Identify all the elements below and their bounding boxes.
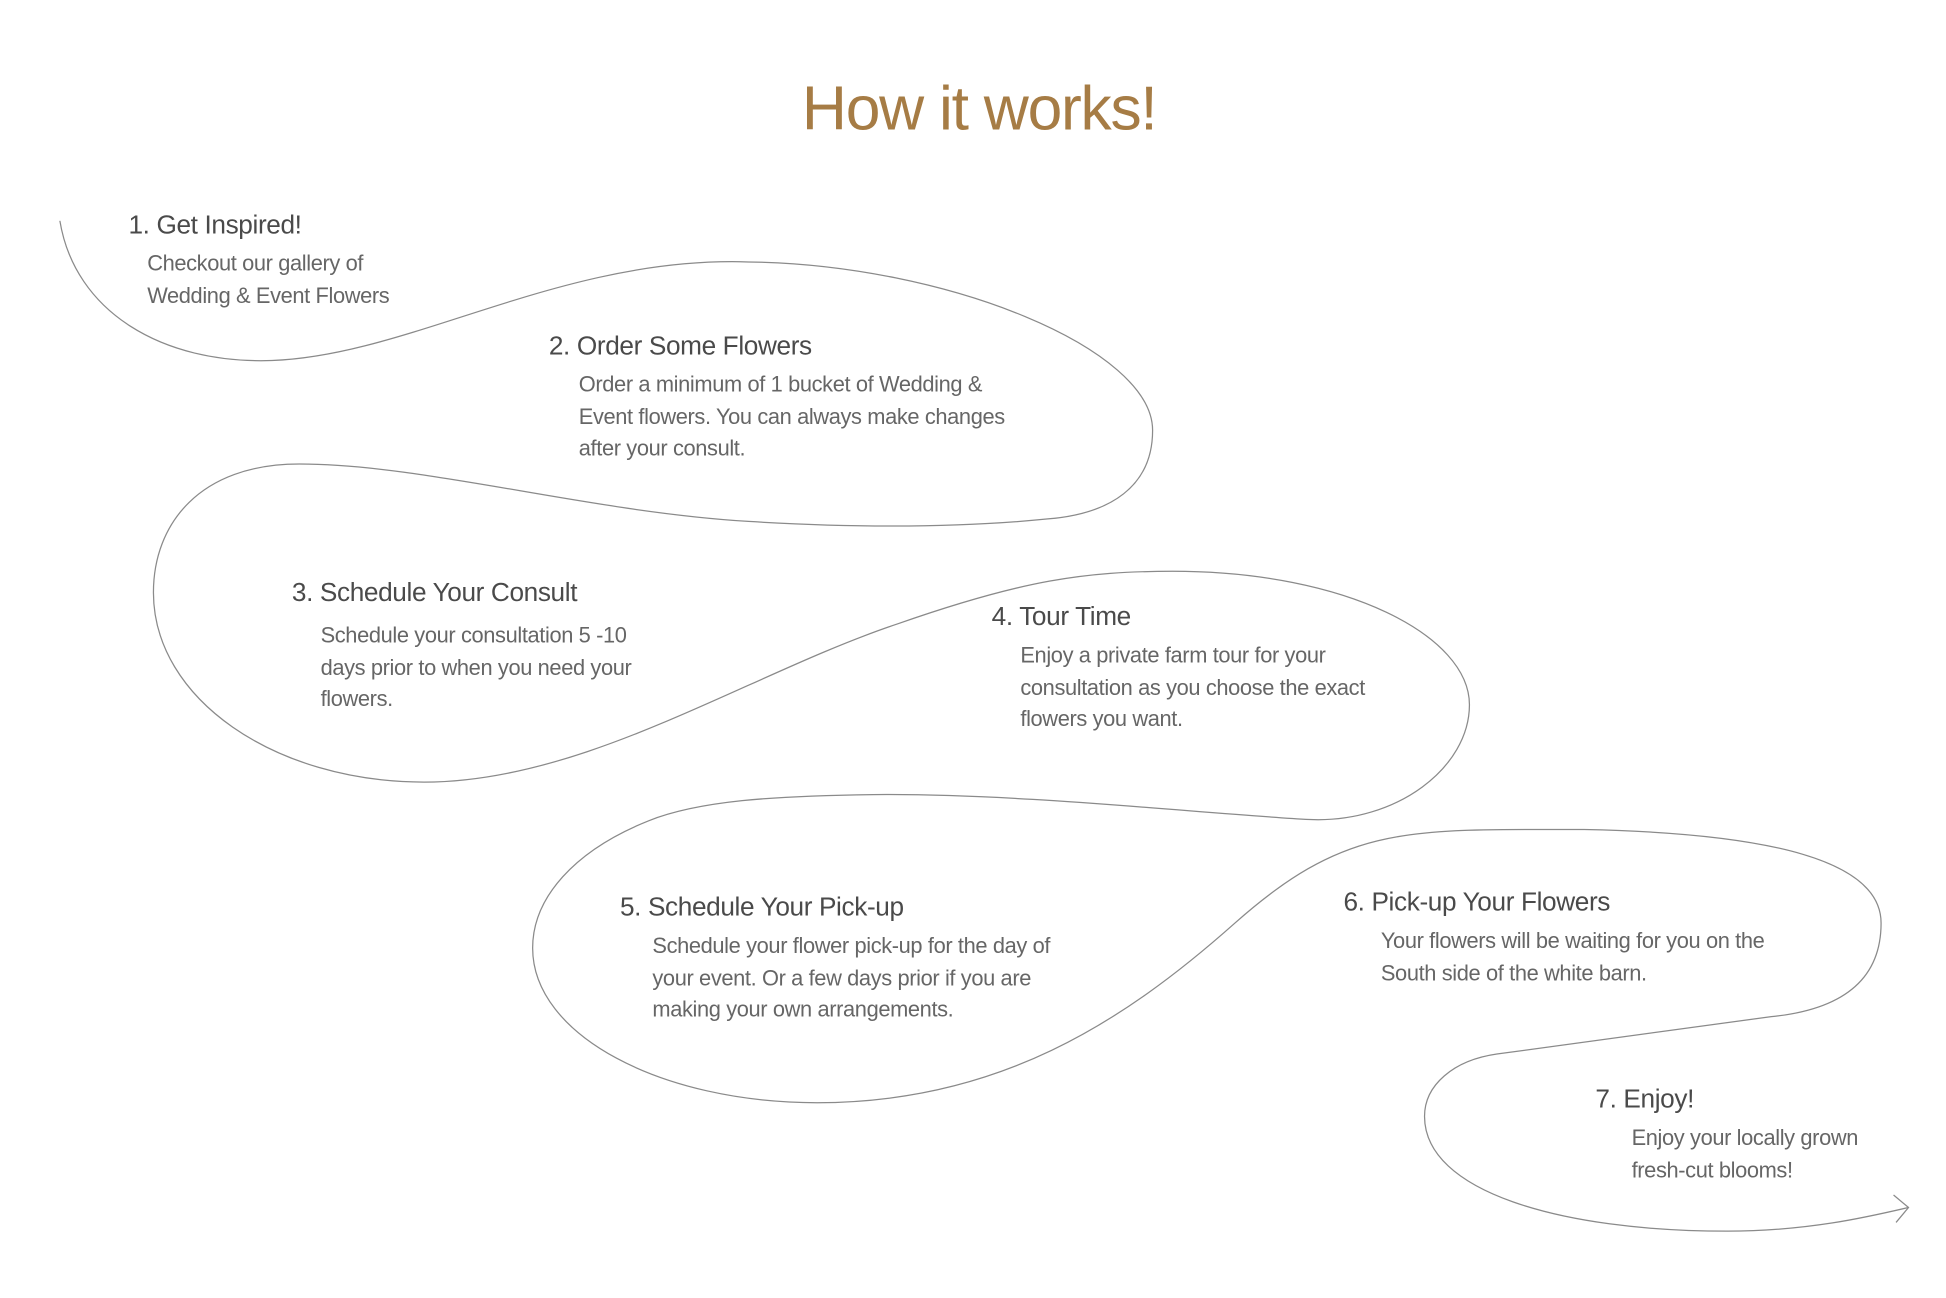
step-description: Your flowers will be waiting for you on … [1380, 928, 1765, 985]
step-4: 4. Tour Time Enjoy a private farm tour f… [991, 602, 1366, 735]
page-title: How it works! [801, 73, 1158, 144]
step-2: 2. Order Some Flowers Order a minimum of… [549, 332, 1005, 465]
step-6: 6. Pick-up Your Flowers Your flowers wil… [1343, 888, 1764, 989]
step-heading: 1. Get Inspired! [128, 210, 302, 240]
step-description: Schedule your flower pick-up for the day… [652, 933, 1051, 1022]
step-heading: 7. Enjoy! [1595, 1085, 1694, 1114]
step-heading: 6. Pick-up Your Flowers [1343, 888, 1611, 917]
step-5: 5. Schedule Your Pick-up Schedule your f… [620, 893, 1050, 1026]
arrow-head-icon [1893, 1194, 1910, 1223]
step-heading: 4. Tour Time [991, 602, 1132, 632]
step-heading: 2. Order Some Flowers [548, 331, 812, 361]
step-heading: 3. Schedule Your Consult [291, 578, 578, 608]
step-1: 1. Get Inspired! Checkout our gallery of… [128, 211, 389, 312]
step-3: 3. Schedule Your Consult Schedule your c… [292, 579, 632, 716]
step-description: Order a minimum of 1 bucket of Wedding &… [578, 371, 1005, 461]
step-heading: 5. Schedule Your Pick-up [619, 893, 904, 922]
